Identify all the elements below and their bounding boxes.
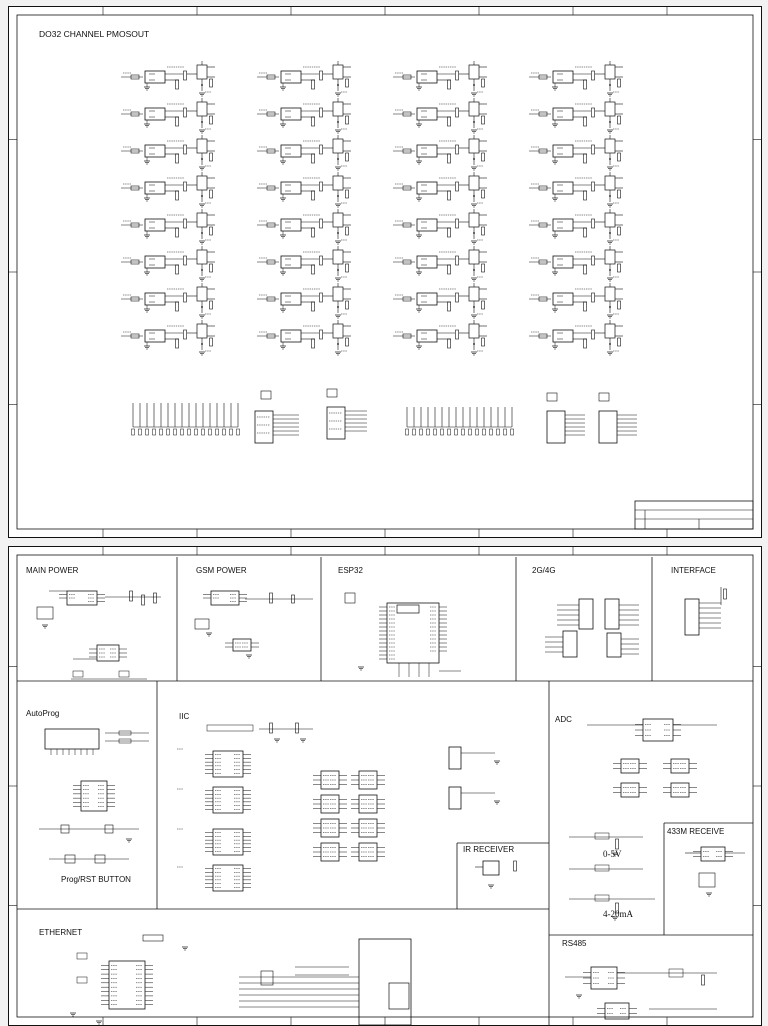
output-channel — [257, 98, 351, 134]
output-channel — [121, 172, 215, 208]
io-expander-4 — [212, 864, 244, 892]
autoprog-transistor-array — [80, 780, 108, 812]
output-channel — [257, 172, 351, 208]
iic-connector-b — [448, 786, 462, 810]
gsm-header-b — [606, 632, 622, 658]
output-channel — [529, 61, 623, 97]
section-title-gsm-power: GSM POWER — [196, 566, 247, 575]
schematic-sheet-controller: MAIN POWER GSM POWER ESP32 2G/4G INTERFA… — [8, 546, 762, 1026]
output-channel — [529, 98, 623, 134]
output-channel — [529, 135, 623, 171]
io-expander-3 — [212, 828, 244, 856]
output-channel — [121, 320, 215, 356]
output-channel — [393, 320, 487, 356]
output-channel — [393, 209, 487, 245]
sim-connector-a — [578, 598, 594, 630]
output-channel — [257, 283, 351, 319]
output-channel — [529, 246, 623, 282]
main-power-diode — [36, 606, 54, 620]
section-title-iic: IIC — [179, 712, 190, 721]
output-channel — [393, 283, 487, 319]
output-channel — [257, 320, 351, 356]
prog-rst-button-label: Prog/RST BUTTON — [61, 875, 131, 884]
connector-j3 — [546, 410, 566, 444]
output-channel — [393, 98, 487, 134]
section-title-rs485: RS485 — [562, 939, 587, 948]
output-channel — [257, 61, 351, 97]
section-title-ethernet: ETHERNET — [39, 928, 83, 937]
schematic-sheet-do32: DO32 CHANNEL PMOSOUT — [8, 6, 762, 538]
adc-opamp-b — [670, 758, 690, 774]
output-channel — [529, 209, 623, 245]
section-title-esp32: ESP32 — [338, 566, 363, 575]
rf-433m-module — [700, 846, 726, 862]
inner-frame — [16, 554, 754, 1018]
adc-opamp-c — [620, 782, 640, 798]
output-channel — [121, 209, 215, 245]
io-expander-1 — [212, 750, 244, 778]
section-title-adc: ADC — [555, 715, 572, 724]
ir-receiver-sensor — [482, 860, 500, 876]
section-title-autoprog: AutoProg — [26, 709, 60, 718]
output-channel — [121, 98, 215, 134]
output-channel — [121, 135, 215, 171]
section-title-ir-receiver: IR RECEIVER — [463, 845, 515, 854]
adc-current-note: 4-20mA — [603, 909, 633, 919]
esp32-module — [386, 602, 440, 664]
output-channel — [529, 320, 623, 356]
output-channel — [393, 61, 487, 97]
iic-connector-a — [448, 746, 462, 770]
output-channel — [257, 135, 351, 171]
sheet2-drawing — [9, 547, 761, 1025]
interface-connector — [684, 598, 700, 636]
output-channel — [121, 246, 215, 282]
connector-j4 — [598, 410, 618, 444]
usb-serial-bridge — [44, 728, 100, 750]
io-expander-2 — [212, 786, 244, 814]
output-channel — [121, 61, 215, 97]
adc-opamp-a — [620, 758, 640, 774]
output-channel — [257, 246, 351, 282]
sheet1-drawing — [9, 7, 761, 537]
gsm-power-switch — [232, 638, 252, 652]
adc-voltage-note: 0-5V — [603, 849, 622, 859]
connector-j1 — [254, 410, 274, 444]
section-title-main-power: MAIN POWER — [26, 566, 79, 575]
output-channel — [529, 283, 623, 319]
connector-j2 — [326, 406, 346, 440]
inner-frame — [16, 14, 754, 530]
output-channel — [393, 172, 487, 208]
rs485-isolator — [604, 1002, 630, 1020]
section-title-2g4g: 2G/4G — [532, 566, 556, 575]
output-channel — [393, 246, 487, 282]
section-title-433m-receive: 433M RECEIVE — [667, 827, 725, 836]
section-title-interface: INTERFACE — [671, 566, 716, 575]
gsm-header-a — [562, 630, 578, 658]
output-channel — [529, 172, 623, 208]
adc-opamp-d — [670, 782, 690, 798]
output-channel — [121, 283, 215, 319]
sim-connector-b — [604, 598, 620, 630]
title-block — [634, 500, 754, 530]
output-channel — [393, 135, 487, 171]
output-channel — [257, 209, 351, 245]
sheet1-title: DO32 CHANNEL PMOSOUT — [39, 29, 150, 39]
ethernet-phy-chip — [108, 960, 146, 1010]
rj45-connector — [358, 938, 412, 1025]
